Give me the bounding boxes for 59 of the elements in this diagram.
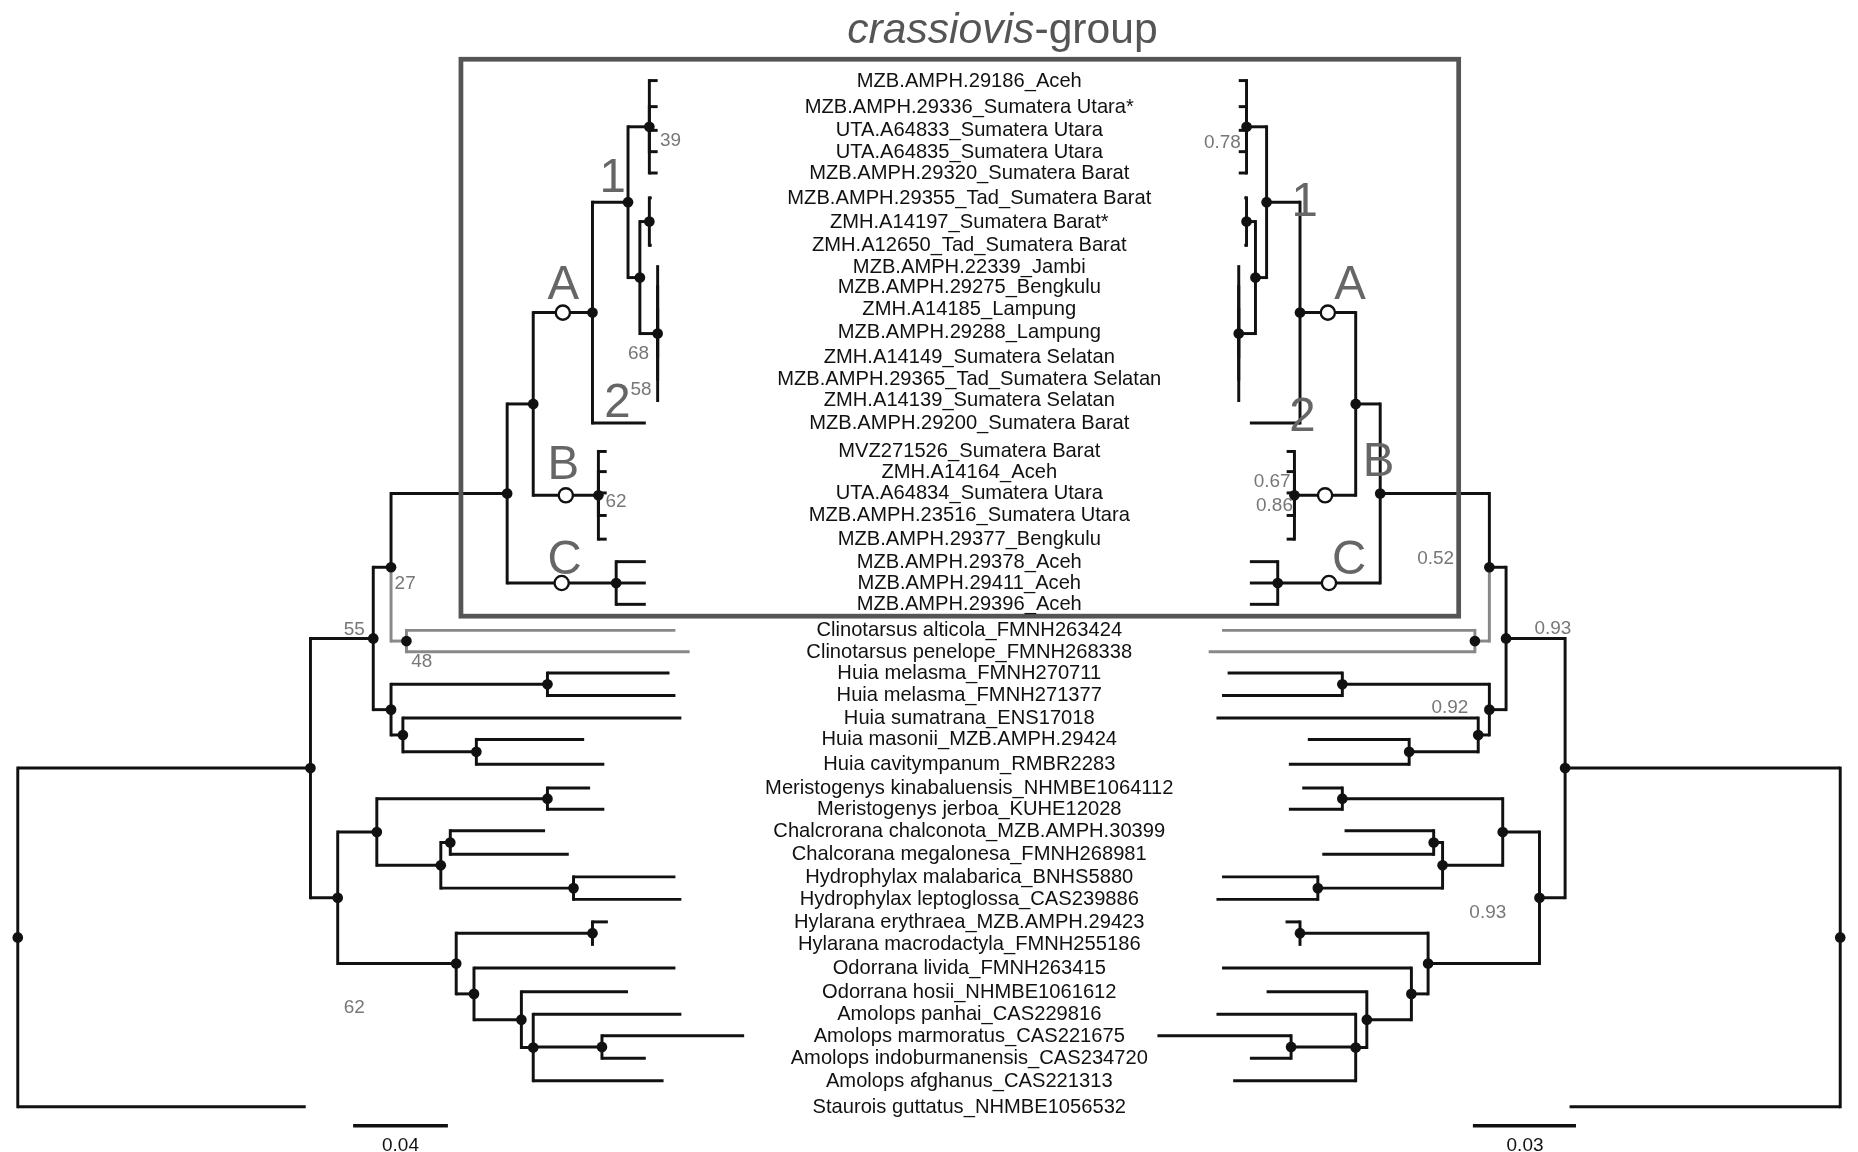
taxon-label: Hydrophylax malabarica_BNHS5880 xyxy=(805,865,1134,888)
taxon-label: Amolops panhai_CAS229816 xyxy=(837,1002,1102,1025)
group-frame xyxy=(458,56,1462,619)
scale-value: 0.03 xyxy=(1506,1133,1544,1152)
support-value: 27 xyxy=(394,572,416,594)
support-value: 0.52 xyxy=(1417,547,1455,569)
support-value: 62 xyxy=(343,996,365,1018)
taxon-label: Huia cavitympanum_RMBR2283 xyxy=(823,752,1116,775)
scale-value: 0.04 xyxy=(382,1133,419,1152)
taxon-label: MZB.AMPH.29275_Bengkulu xyxy=(837,274,1101,298)
taxon-label: Staurois guttatus_NHMBE1056532 xyxy=(812,1094,1127,1118)
support-value: 39 xyxy=(660,129,682,151)
taxon-label: ZMH.A12650_Tad_Sumatera Barat xyxy=(811,233,1127,256)
taxon-label: Huia sumatrana_ENS17018 xyxy=(843,706,1095,729)
taxon-label: MZB.AMPH.29378_Aceh xyxy=(856,549,1082,573)
clade-label: 2 xyxy=(1289,391,1316,439)
taxon-label: Huia melasma_FMNH271377 xyxy=(836,683,1102,707)
taxon-label: MZB.AMPH.29288_Lampung xyxy=(837,319,1101,343)
taxon-label: Hylarana erythraea_MZB.AMPH.29423 xyxy=(794,910,1145,933)
taxon-label: Hylarana macrodactyla_FMNH255186 xyxy=(798,932,1141,956)
taxon-label: ZMH.A14197_Sumatera Barat* xyxy=(829,209,1109,233)
clade-label: 2 xyxy=(604,376,631,425)
clade-label: 1 xyxy=(1291,175,1318,223)
taxon-label: Odorrana livida_FMNH263415 xyxy=(832,956,1106,979)
taxon-label: MZB.AMPH.23516_Sumatera Utara xyxy=(808,503,1130,527)
taxon-label: MZB.AMPH.29200_Sumatera Barat xyxy=(809,411,1130,434)
taxon-label: UTA.A64833_Sumatera Utara xyxy=(835,118,1103,141)
group-title: crassiovis-group xyxy=(847,5,1158,51)
taxon-label: Amolops indoburmanensis_CAS234720 xyxy=(790,1046,1148,1069)
taxon-label: Hydrophylax leptoglossa_CAS239886 xyxy=(799,887,1139,911)
support-value: 55 xyxy=(343,618,365,640)
clade-label: B xyxy=(547,438,580,486)
support-value: 0.92 xyxy=(1431,696,1469,719)
support-value: 0.93 xyxy=(1534,617,1572,639)
taxon-label: MZB.AMPH.29365_Tad_Sumatera Selatan xyxy=(777,367,1162,390)
support-value: 68 xyxy=(628,342,650,364)
support-value: 0.67 xyxy=(1253,470,1291,492)
taxon-label: MZB.AMPH.29186_Aceh xyxy=(856,68,1082,92)
taxon-label: ZMH.A14185_Lampung xyxy=(862,297,1077,320)
support-value: 48 xyxy=(411,650,433,672)
support-value: 58 xyxy=(630,378,652,399)
taxon-label: Meristogenys kinabaluensis_NHMBE1064112 xyxy=(765,776,1174,799)
taxon-label: MZB.AMPH.29377_Bengkulu xyxy=(837,527,1101,550)
clade-label: A xyxy=(1334,258,1366,306)
clade-label: 1 xyxy=(599,151,626,200)
taxon-label: Chalcorana megalonesa_FMNH268981 xyxy=(791,842,1147,865)
taxon-label: MZB.AMPH.29355_Tad_Sumatera Barat xyxy=(787,186,1152,209)
taxon-label: Clinotarsus alticola_FMNH263424 xyxy=(816,618,1123,642)
taxon-label: Amolops afghanus_CAS221313 xyxy=(825,1068,1113,1092)
taxon-label: MZB.AMPH.29336_Sumatera Utara* xyxy=(804,94,1134,118)
support-value: 62 xyxy=(605,490,627,512)
taxon-label: Odorrana hosii_NHMBE1061612 xyxy=(822,979,1117,1003)
support-value: 0.86 xyxy=(1256,494,1293,516)
support-value: 0.93 xyxy=(1469,901,1507,924)
support-value: 0.78 xyxy=(1203,131,1241,153)
taxon-label: ZMH.A14149_Sumatera Selatan xyxy=(823,344,1115,368)
clade-label: C xyxy=(547,533,582,581)
clade-label: C xyxy=(1331,533,1367,581)
clade-label: A xyxy=(547,258,580,306)
